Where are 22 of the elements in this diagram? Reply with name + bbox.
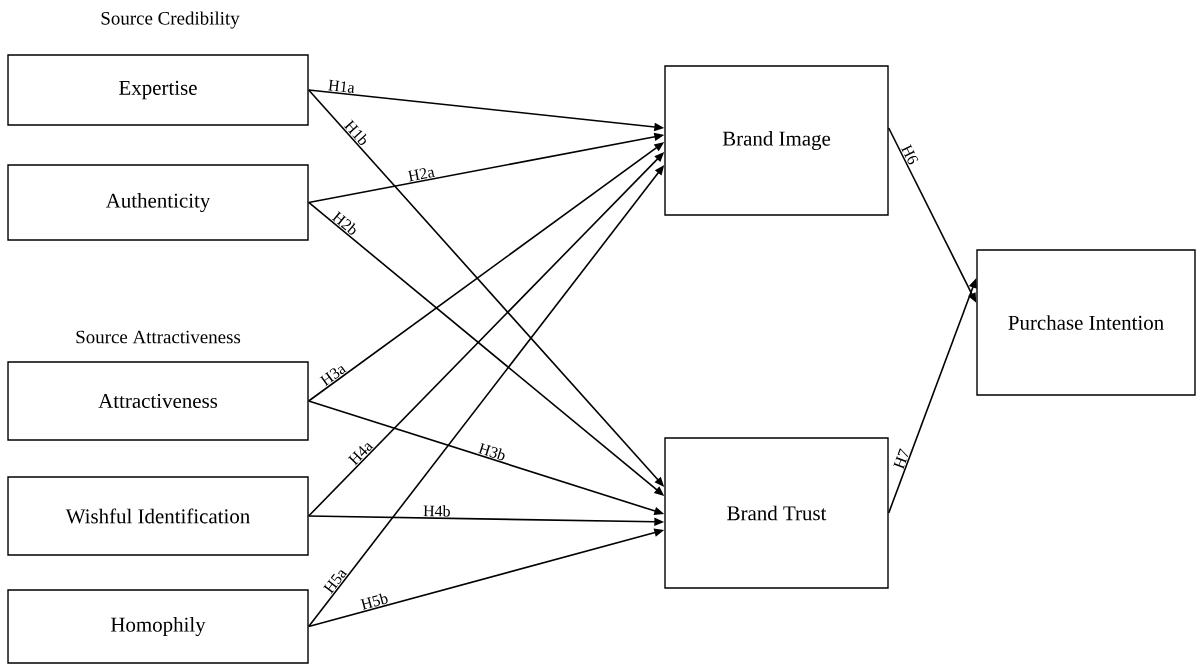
edge-label: H5a xyxy=(323,570,348,594)
edge-label: H3a xyxy=(319,366,347,387)
variable-box: Expertise xyxy=(7,54,309,126)
edge-label: H1a xyxy=(328,79,354,93)
variable-box: Brand Image xyxy=(664,65,889,216)
edge-label: H5b xyxy=(360,593,388,610)
group-heading: Source Attractiveness xyxy=(76,330,241,344)
edge-label: H7 xyxy=(893,448,908,470)
edge-label: H3b xyxy=(478,442,505,461)
edge-label: H1b xyxy=(343,119,367,145)
group-heading: Source Credibility xyxy=(101,11,240,29)
variable-box: Homophily xyxy=(7,589,309,664)
edge-label: H4a xyxy=(347,443,374,466)
variable-box: Brand Trust xyxy=(664,437,889,589)
variable-box: Authenticity xyxy=(7,164,309,241)
variable-box: Attractiveness xyxy=(7,361,309,441)
edge-label: H6 xyxy=(901,143,919,165)
edge-label: H2b xyxy=(331,210,356,235)
edge-label: H2a xyxy=(407,168,435,182)
variable-box: Wishful Identification xyxy=(7,476,309,556)
variable-box: Purchase Intention xyxy=(976,249,1196,396)
edge-label: H4b xyxy=(423,505,450,517)
